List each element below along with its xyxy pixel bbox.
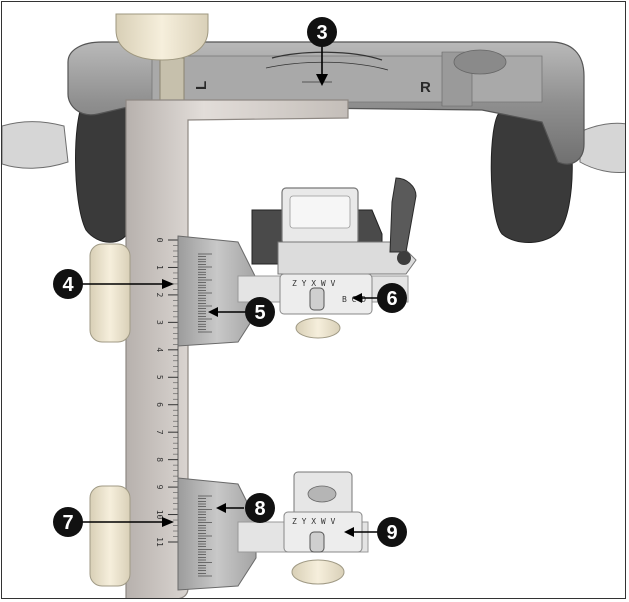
left-handle xyxy=(2,121,69,169)
callout-8: 8 xyxy=(245,493,275,523)
scale-number: 7 xyxy=(155,430,164,435)
scale-number: 1 xyxy=(155,265,164,270)
top-knob xyxy=(115,13,209,105)
leader-arrowheads xyxy=(162,74,362,537)
callout-9-number: 9 xyxy=(386,522,397,544)
scale-number: 8 xyxy=(155,457,164,462)
upper-clamp: Z Y X W V B C D xyxy=(251,177,417,339)
scale-number: 11 xyxy=(155,537,164,547)
callout-9: 9 xyxy=(377,517,407,547)
right-handle xyxy=(579,122,625,173)
callout-4: 4 xyxy=(53,269,83,299)
vertical-column xyxy=(125,99,349,598)
callout-7-number: 7 xyxy=(62,512,73,534)
callout-5-number: 5 xyxy=(254,302,265,324)
lower-clamp: Z Y X W V xyxy=(283,471,363,585)
callout-6: 6 xyxy=(377,283,407,313)
scale-number: 10 xyxy=(155,510,164,520)
scale-number: 9 xyxy=(155,485,164,490)
scale-number: 2 xyxy=(155,292,164,297)
scale-number: 0 xyxy=(155,238,164,243)
callout-3-number: 3 xyxy=(316,22,327,44)
left-side-label: L xyxy=(193,81,210,90)
right-side-label: R xyxy=(420,79,431,96)
scale-number: 3 xyxy=(155,320,164,325)
svg-text:B C D: B C D xyxy=(342,295,366,304)
callout-6-number: 6 xyxy=(386,288,397,310)
upper-dial-assembly xyxy=(89,235,257,347)
callout-3: 3 xyxy=(307,17,337,47)
callout-5: 5 xyxy=(245,297,275,327)
lower-dial-assembly xyxy=(89,477,257,591)
svg-text:Z Y X W V: Z Y X W V xyxy=(292,279,336,288)
scale-number: 6 xyxy=(155,402,164,407)
callout-4-number: 4 xyxy=(62,274,74,296)
callout-7: 7 xyxy=(53,507,83,537)
scale-number: 5 xyxy=(155,375,164,380)
callout-8-number: 8 xyxy=(254,498,265,520)
scale-number: 4 xyxy=(155,347,164,352)
left-ear-pad xyxy=(75,97,129,243)
svg-text:Z Y X W V: Z Y X W V xyxy=(292,517,336,526)
